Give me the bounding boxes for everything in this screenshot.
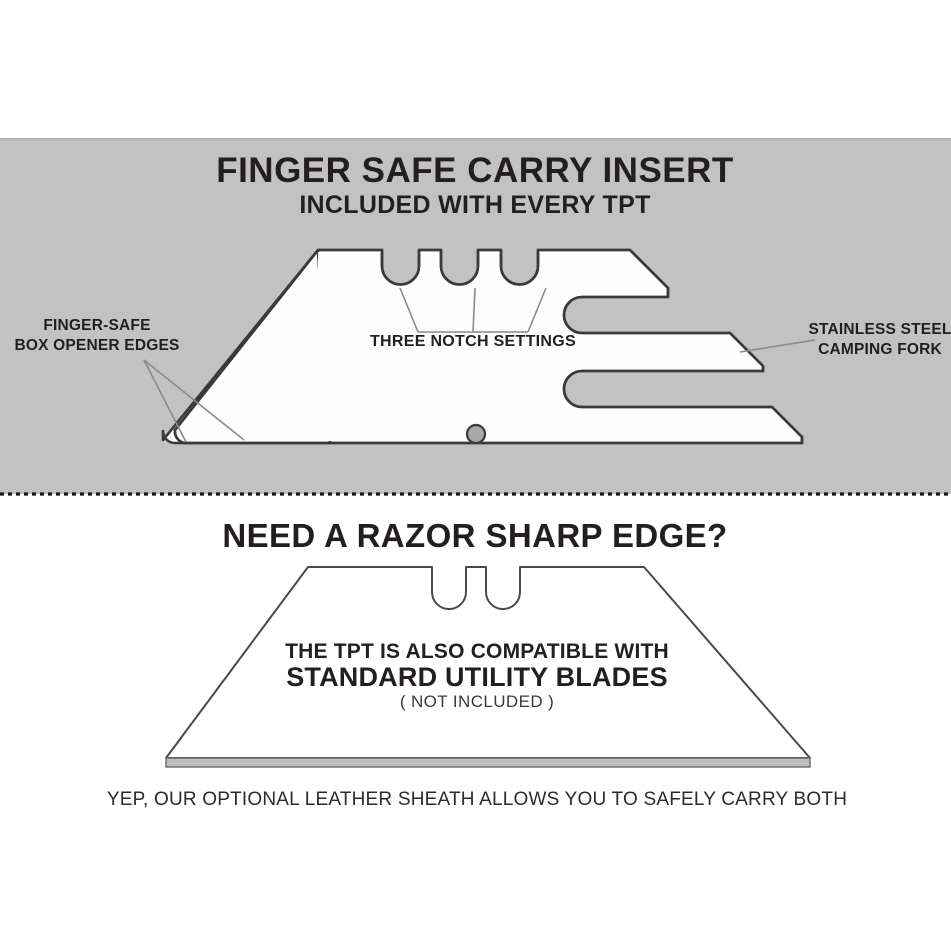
leader-line-notch-2 bbox=[472, 287, 476, 333]
callout-finger-safe-line1: FINGER-SAFE bbox=[43, 317, 150, 334]
standard-utility-blade-illustration bbox=[165, 566, 811, 768]
carry-insert-seam-cover bbox=[318, 252, 332, 441]
leader-line-finger-safe-a bbox=[143, 359, 245, 441]
carry-insert-outline bbox=[173, 248, 804, 445]
footer-caption: YEP, OUR OPTIONAL LEATHER SHEATH ALLOWS … bbox=[107, 789, 847, 810]
pivot-hole-icon bbox=[465, 423, 487, 445]
callout-camping-fork-line1: STAINLESS STEEL bbox=[808, 321, 951, 338]
leader-line-finger-safe-b bbox=[143, 359, 187, 443]
utility-blade-body bbox=[165, 566, 811, 759]
leader-line-camping-fork bbox=[739, 339, 816, 353]
leader-line-notch-3 bbox=[527, 287, 547, 333]
top-panel-title: FINGER SAFE CARRY INSERT bbox=[216, 151, 734, 190]
callout-camping-fork-line2: CAMPING FORK bbox=[818, 341, 942, 358]
callout-finger-safe-line2: BOX OPENER EDGES bbox=[14, 337, 179, 354]
leader-line-notch-1 bbox=[399, 287, 419, 333]
top-panel-subtitle: INCLUDED WITH EVERY TPT bbox=[299, 191, 650, 219]
utility-blade-cutting-edge bbox=[165, 757, 811, 768]
blade-text-line-3: ( NOT INCLUDED ) bbox=[400, 692, 554, 711]
top-panel-top-border bbox=[0, 138, 951, 141]
finger-safe-carry-insert-illustration bbox=[161, 248, 804, 445]
bottom-section-heading: NEED A RAZOR SHARP EDGE? bbox=[222, 517, 727, 554]
blade-text-line-1: THE TPT IS ALSO COMPATIBLE WITH bbox=[285, 640, 669, 663]
blade-text-line-2: STANDARD UTILITY BLADES bbox=[286, 662, 668, 692]
callout-three-notch-settings: THREE NOTCH SETTINGS bbox=[370, 333, 576, 350]
top-panel-leader-lines bbox=[143, 287, 816, 443]
